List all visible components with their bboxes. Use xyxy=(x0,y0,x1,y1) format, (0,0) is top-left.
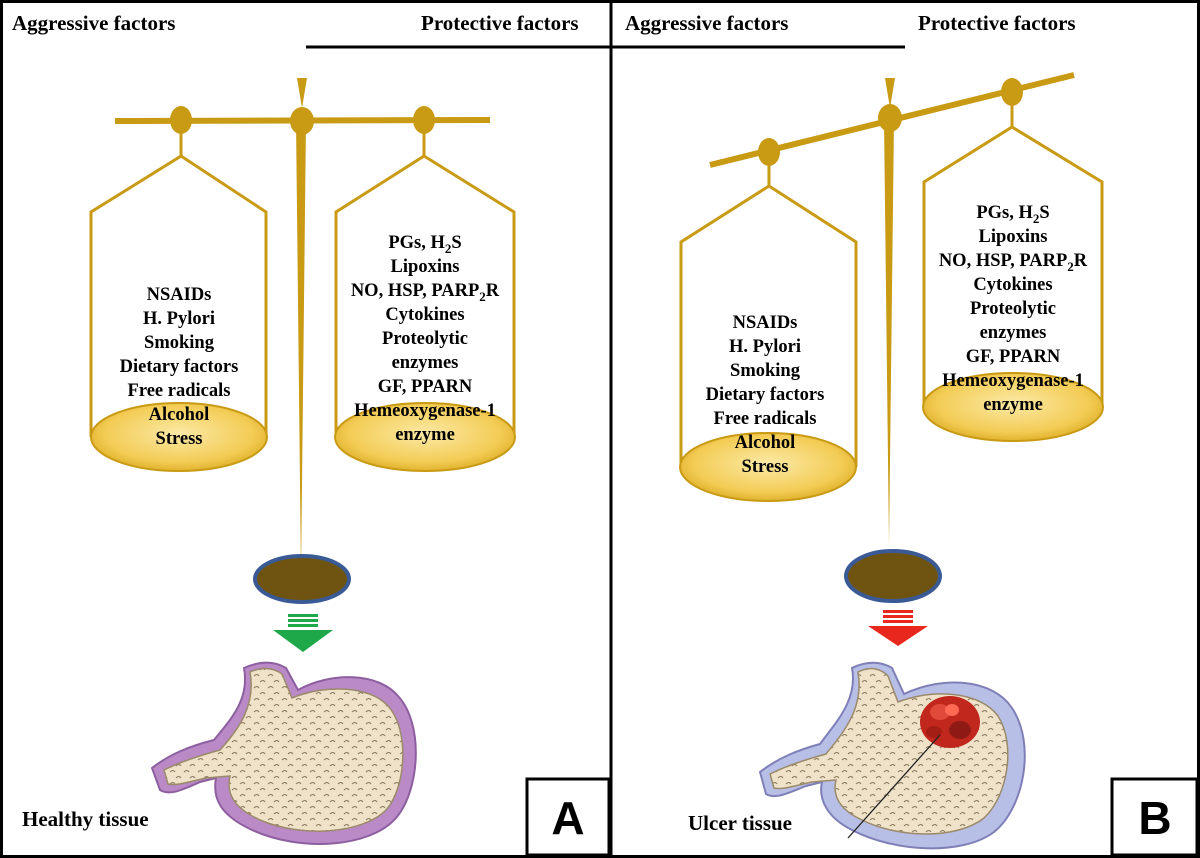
panel-b-letter-box xyxy=(1110,777,1199,857)
panel-a-left-knob xyxy=(170,106,192,134)
panel-b-protective-item: PGs, H2S xyxy=(976,203,1049,226)
panel-b-aggressive-item: Alcohol xyxy=(735,433,796,453)
panel-a-right-pan xyxy=(334,402,516,472)
panel-b-scale-base xyxy=(844,549,942,603)
panel-a-pointer xyxy=(297,78,307,108)
panel-b-protective-item: Hemeoxygenase-1 xyxy=(942,371,1084,391)
panel-a-scale-base xyxy=(253,554,351,604)
panel-a-protective-header: Protective factors xyxy=(421,11,579,35)
panel-b-aggressive-item: H. Pylori xyxy=(729,337,801,357)
panel-b-left-pan xyxy=(679,432,857,502)
ulcer-pointer-line xyxy=(847,734,941,839)
panel-a-right-knob xyxy=(413,106,435,134)
panel-a-letter-box xyxy=(525,777,611,857)
panel-b-aggressive-item: Stress xyxy=(742,457,789,477)
panel-a-aggressive-item: Free radicals xyxy=(128,381,231,401)
panel-b-protective-item: enzyme xyxy=(983,395,1043,415)
panel-a-protective-item: NO, HSP, PARP2R xyxy=(351,281,500,304)
panel-a-left-pan xyxy=(90,402,268,472)
panel-b-protective-list: PGs, H2S Lipoxins NO, HSP, PARP2R Cytoki… xyxy=(939,203,1088,415)
panel-b-balance-scale xyxy=(679,72,1104,545)
panel-a-protective-item: Proteolytic xyxy=(382,329,468,349)
panel-b-aggressive-item: Dietary factors xyxy=(706,385,825,405)
panel-b-ulcer-stomach xyxy=(758,661,1026,850)
panel-b-protective-item: Lipoxins xyxy=(979,227,1048,247)
panel-a-protective-item: enzymes xyxy=(392,353,459,373)
panel-a-protective-item: Cytokines xyxy=(385,305,464,325)
panel-b-protective-item: Proteolytic xyxy=(970,299,1056,319)
panel-a-protective-item: Hemeoxygenase-1 xyxy=(354,401,496,421)
panel-b-protective-item: enzymes xyxy=(980,323,1047,343)
panel-a-protective-item: GF, PPARN xyxy=(378,377,473,397)
panel-a-aggressive-list: NSAIDs H. Pylori Smoking Dietary factors… xyxy=(120,285,239,449)
panel-a-pivot xyxy=(290,107,314,135)
panel-b: Aggressive factors Protective factors NS… xyxy=(611,11,1199,857)
panel-b-aggressive-item: Free radicals xyxy=(714,409,817,429)
panel-b-aggressive-item: Smoking xyxy=(730,361,801,381)
panel-a-tissue-label: Healthy tissue xyxy=(22,807,149,831)
ulcer-lesion xyxy=(920,696,980,748)
panel-b-left-knob xyxy=(758,138,780,166)
panel-b-right-pan xyxy=(922,372,1104,442)
panel-b-tissue-label: Ulcer tissue xyxy=(688,811,792,835)
panel-b-aggressive-list: NSAIDs H. Pylori Smoking Dietary factors… xyxy=(706,313,825,477)
panel-a-aggressive-item: H. Pylori xyxy=(143,309,215,329)
panel-a-balance-scale xyxy=(89,78,516,575)
panel-a-protective-item: enzyme xyxy=(395,425,455,445)
panel-a-right-strings xyxy=(334,132,516,437)
panel-b-protective-item: NO, HSP, PARP2R xyxy=(939,251,1088,274)
panel-a-protective-list: PGs, H2S Lipoxins NO, HSP, PARP2R Cytoki… xyxy=(351,233,500,445)
panel-b-left-strings xyxy=(679,164,858,467)
panel-a-protective-item: PGs, H2S xyxy=(388,233,461,256)
panel-a-aggressive-item: Dietary factors xyxy=(120,357,239,377)
panel-a-post xyxy=(296,120,306,575)
panel-b-aggressive-header: Aggressive factors xyxy=(625,11,788,35)
panel-b-protective-item: GF, PPARN xyxy=(966,347,1061,367)
panel-a-protective-item: Lipoxins xyxy=(391,257,460,277)
panel-b-pointer xyxy=(885,78,895,108)
panel-a: Aggressive factors Protective factors NS… xyxy=(12,11,611,857)
panel-a-aggressive-item: NSAIDs xyxy=(147,285,212,305)
panel-a-down-arrow-icon xyxy=(273,614,333,652)
panel-a-left-strings xyxy=(89,132,268,437)
panel-b-right-knob xyxy=(1001,78,1023,106)
panel-a-aggressive-item: Alcohol xyxy=(149,405,210,425)
panel-a-letter: A xyxy=(551,792,584,844)
panel-a-aggressive-header: Aggressive factors xyxy=(12,11,175,35)
panel-b-post xyxy=(884,120,894,545)
panel-a-aggressive-item: Smoking xyxy=(144,333,215,353)
panel-b-aggressive-item: NSAIDs xyxy=(733,313,798,333)
panel-b-pivot xyxy=(878,104,902,132)
panel-a-healthy-stomach xyxy=(150,661,417,845)
panel-b-down-arrow-icon xyxy=(868,610,928,646)
panel-b-right-strings xyxy=(922,104,1104,407)
panel-b-letter: B xyxy=(1138,792,1171,844)
panel-a-aggressive-item: Stress xyxy=(156,429,203,449)
panel-b-protective-item: Cytokines xyxy=(973,275,1052,295)
panel-b-protective-header: Protective factors xyxy=(918,11,1076,35)
